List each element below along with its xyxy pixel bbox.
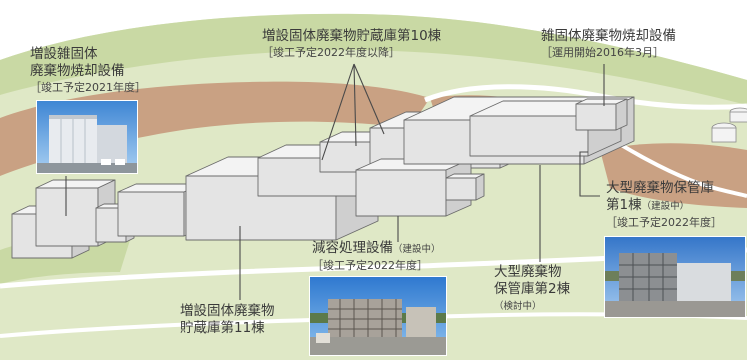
label-volume-reduction-note: （建設中） (393, 244, 441, 255)
label-storage-11: 増設固体廃棄物 貯蔵庫第11棟 (180, 303, 275, 337)
building-volume-reduction-front (355, 169, 447, 217)
leader-lines (65, 63, 605, 300)
leader-large-storage-1 (579, 151, 600, 197)
label-large-storage-1-note: （建設中） (641, 201, 690, 212)
label-large-storage-1-line2: 第1棟 (606, 197, 642, 213)
building-incinerator-existing-front (575, 103, 617, 131)
label-incinerator-new: 増設雑固体 廃棄物焼却設備 ［竣工予定2021年度］ (30, 46, 146, 95)
label-storage-11-line1: 増設固体廃棄物 (180, 303, 275, 319)
label-storage-10-sub: ［竣工予定2022年度以降］ (262, 46, 400, 59)
building-volume-reduction-annex-front (445, 177, 477, 201)
buildings (11, 96, 635, 259)
vegetation-band (0, 13, 747, 105)
label-incinerator-new-line1: 増設雑固体 (30, 46, 98, 62)
label-incinerator-existing-line1: 雑固体廃棄物焼却設備 (541, 28, 676, 44)
tank-structures (711, 107, 747, 143)
label-incinerator-new-sub: ［竣工予定2021年度］ (30, 81, 146, 94)
photo-volume-reduction (309, 276, 447, 356)
label-volume-reduction-row1: 減容処理設備（建設中） (312, 240, 441, 258)
label-large-storage-2: 大型廃棄物 保管庫第2棟 （検討中） (494, 264, 570, 315)
building-small-annex-front (117, 191, 185, 237)
label-large-storage-1-line1: 大型廃棄物保管庫 (606, 180, 714, 196)
label-large-storage-2-line1: 大型廃棄物 (494, 264, 562, 280)
label-large-storage-1-sub: ［竣工予定2022年度］ (606, 216, 722, 229)
building-incinerator-existing-side (615, 98, 628, 131)
label-incinerator-existing-sub: ［運用開始2016年3月］ (541, 46, 664, 59)
label-volume-reduction: 減容処理設備（建設中） ［竣工予定2022年度］ (312, 240, 441, 273)
leader-storage-10-a (321, 63, 355, 161)
photo-large-storage-1 (604, 236, 746, 318)
large-storage-1-photo (605, 237, 745, 317)
label-storage-10-line1: 増設固体廃棄物貯蔵庫第10棟 (262, 28, 442, 44)
label-large-storage-2-line2: 保管庫第2棟 (494, 281, 571, 297)
label-storage-10: 増設固体廃棄物貯蔵庫第10棟 ［竣工予定2022年度以降］ (262, 28, 441, 60)
label-large-storage-2-note: （検討中） (494, 301, 542, 312)
soil-area-east (600, 143, 747, 208)
building-volume-reduction (355, 158, 472, 217)
building-volume-reduction-annex (445, 173, 485, 201)
leader-storage-10-b (353, 63, 357, 147)
photo-incinerator-new (36, 100, 138, 174)
leader-storage-10-c (353, 63, 385, 135)
label-large-storage-1: 大型廃棄物保管庫 第1棟（建設中） ［竣工予定2022年度］ (606, 180, 722, 230)
building-volume-reduction-annex-side (475, 173, 485, 201)
building-incinerator-existing (575, 98, 628, 131)
label-volume-reduction-line1: 減容処理設備 (312, 240, 393, 256)
label-volume-reduction-sub: ［竣工予定2022年度］ (312, 259, 428, 272)
building-large-storage-1-front (469, 115, 589, 157)
building-incinerator-new-main-front (35, 187, 99, 247)
volume-reduction-photo (310, 277, 446, 355)
label-storage-11-line2: 貯蔵庫第11棟 (180, 320, 265, 336)
road-north (424, 84, 747, 110)
label-incinerator-existing: 雑固体廃棄物焼却設備 ［運用開始2016年3月］ (541, 28, 676, 60)
label-large-storage-1-row2: 第1棟（建設中） (606, 197, 722, 215)
incinerator-new-photo (37, 101, 137, 173)
label-incinerator-new-line2: 廃棄物焼却設備 (30, 63, 125, 79)
